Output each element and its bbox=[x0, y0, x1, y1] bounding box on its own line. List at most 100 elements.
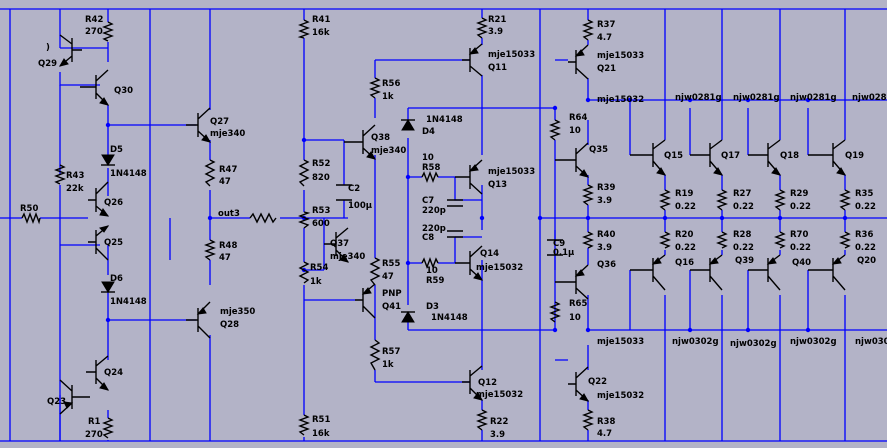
resistor-r42 bbox=[102, 21, 114, 42]
transistors bbox=[58, 34, 847, 415]
value-r41: 16k bbox=[312, 28, 330, 38]
value-r20: 0.22 bbox=[675, 243, 696, 253]
value-q11: mje15033 bbox=[488, 50, 535, 60]
label-q16: Q16 bbox=[675, 258, 694, 268]
resistor-r36 bbox=[839, 231, 851, 249]
resistor-r22 bbox=[476, 409, 488, 431]
label-r29: R29 bbox=[790, 189, 808, 199]
label-r53: R53 bbox=[312, 206, 330, 216]
resistor-r58 bbox=[421, 171, 439, 183]
label-r21: R21 bbox=[488, 15, 506, 25]
value-r42: 270 bbox=[85, 27, 103, 37]
resistor-r28 bbox=[716, 231, 728, 249]
value-r64: 10 bbox=[569, 126, 581, 136]
value-q17: njw0281g bbox=[733, 93, 780, 103]
value-c7: 220p bbox=[422, 206, 446, 216]
label-q29: Q29 bbox=[38, 59, 57, 69]
label-r56: R56 bbox=[382, 79, 400, 89]
transistor-q26 bbox=[88, 181, 110, 217]
value-r19: 0.22 bbox=[675, 202, 696, 212]
value-q12: mje15032 bbox=[476, 390, 523, 400]
label-r27: R27 bbox=[733, 189, 751, 199]
label-q17: Q17 bbox=[721, 151, 740, 161]
transistor-q12 bbox=[462, 365, 484, 401]
label-r65: R65 bbox=[569, 299, 587, 309]
value-r70: 0.22 bbox=[790, 243, 811, 253]
label-r55: R55 bbox=[382, 259, 400, 269]
value-q40: njw0302g bbox=[790, 337, 837, 347]
resistor-r-out3 bbox=[249, 212, 277, 224]
label-r54: R54 bbox=[310, 263, 328, 273]
label-d6: D6 bbox=[110, 274, 123, 284]
label-q13: Q13 bbox=[488, 180, 507, 190]
transistor-q36 bbox=[555, 264, 589, 300]
transistor-q16 bbox=[630, 254, 666, 291]
resistor-r19 bbox=[659, 189, 671, 211]
value-r29: 0.22 bbox=[790, 202, 811, 212]
label-r51: R51 bbox=[312, 415, 330, 425]
value-q37: mje340 bbox=[330, 252, 365, 262]
transistor-q15 bbox=[630, 139, 667, 176]
value-q36: mje15033 bbox=[597, 337, 644, 347]
label-r36: R36 bbox=[855, 230, 873, 240]
resistor-r70 bbox=[774, 231, 786, 249]
value-r36: 0.22 bbox=[855, 243, 876, 253]
resistor-r54 bbox=[298, 261, 310, 284]
transistor-q18 bbox=[748, 139, 782, 176]
label-q21: Q21 bbox=[597, 64, 616, 74]
label-q37: Q37 bbox=[330, 239, 349, 249]
resistor-r1 bbox=[102, 417, 114, 439]
label-r43: R43 bbox=[66, 171, 84, 181]
value-c8: 220p bbox=[422, 224, 446, 234]
label-r50: R50 bbox=[20, 204, 38, 214]
transistor-q22 bbox=[568, 366, 590, 402]
diode-d4 bbox=[401, 119, 415, 131]
value-q39: njw0302g bbox=[730, 339, 777, 349]
label-q19: Q19 bbox=[845, 151, 864, 161]
label-q18: Q18 bbox=[780, 151, 799, 161]
label-r64: R64 bbox=[569, 113, 587, 123]
diode-d3 bbox=[401, 311, 415, 323]
resistor-r21 bbox=[476, 17, 488, 39]
wires bbox=[0, 8, 887, 442]
value-q13: mje15033 bbox=[488, 167, 535, 177]
resistor-r29 bbox=[774, 189, 786, 211]
label-q28: Q28 bbox=[220, 320, 239, 330]
label-c9: C9 bbox=[553, 239, 565, 249]
labels: ) Q29 R42 270 Q30 D5 1N4148 R43 22k R50 … bbox=[20, 15, 887, 440]
value-q22: mje15032 bbox=[597, 391, 644, 401]
transistor-q14 bbox=[455, 245, 484, 281]
transistor-q11 bbox=[462, 43, 483, 77]
label-d5: D5 bbox=[110, 145, 123, 155]
value-r55: 47 bbox=[382, 272, 394, 282]
label-r35: R35 bbox=[855, 189, 873, 199]
label-q23: Q23 bbox=[47, 397, 66, 407]
value-q41: PNP bbox=[382, 289, 402, 299]
value-r1: 270 bbox=[85, 430, 103, 440]
capacitor-c8 bbox=[447, 230, 463, 238]
value-c2: 100µ bbox=[348, 201, 372, 211]
label-r47: R47 bbox=[219, 165, 237, 175]
label-r40: R40 bbox=[597, 230, 615, 240]
resistor-r64 bbox=[549, 119, 561, 141]
junctions bbox=[105, 97, 848, 333]
resistor-r38 bbox=[582, 409, 594, 431]
diode-d5 bbox=[101, 154, 115, 166]
capacitor-c2 bbox=[336, 184, 352, 201]
transistor-q39 bbox=[690, 254, 723, 291]
transistor-q27 bbox=[186, 107, 212, 143]
value-r21: 3.9 bbox=[488, 27, 503, 37]
value-r57: 1k bbox=[382, 360, 394, 370]
resistor-r20 bbox=[659, 231, 671, 249]
label-r39: R39 bbox=[597, 183, 615, 193]
label-c8: C8 bbox=[422, 233, 434, 243]
transistor-q21 bbox=[568, 44, 589, 80]
value-r54: 1k bbox=[310, 277, 322, 287]
label-r42: R42 bbox=[85, 15, 103, 25]
label-q30: Q30 bbox=[114, 86, 133, 96]
capacitor-c7 bbox=[447, 199, 463, 207]
value-q38: mje340 bbox=[371, 146, 406, 156]
value-r38: 4.7 bbox=[597, 429, 612, 439]
value-d6: 1N4148 bbox=[110, 297, 147, 307]
